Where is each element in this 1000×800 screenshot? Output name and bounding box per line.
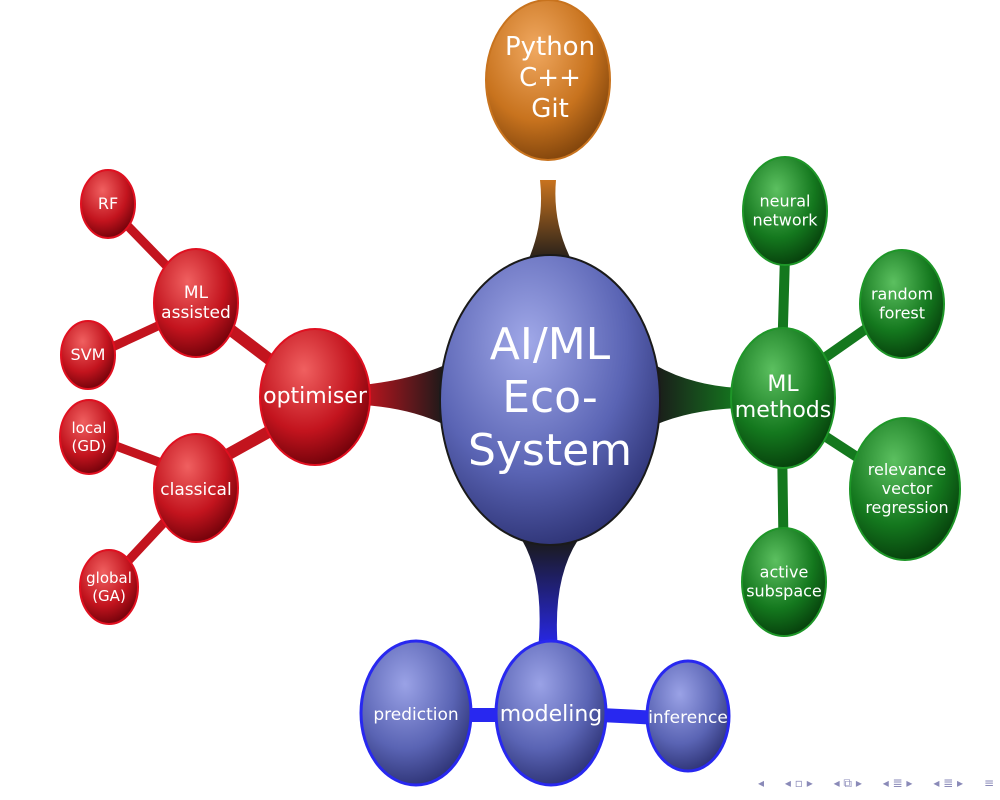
label-line: local bbox=[72, 419, 107, 437]
svm-node: SVM bbox=[60, 320, 116, 390]
optimiser-bubble bbox=[259, 328, 371, 466]
optimiser-node: optimiser bbox=[259, 328, 371, 466]
connector-center-ml-methods bbox=[655, 365, 738, 425]
label-line: neural bbox=[760, 191, 811, 210]
global-ga-node: global(GA) bbox=[79, 549, 139, 625]
optimiser-label: optimiser bbox=[263, 384, 368, 409]
label-line: SVM bbox=[71, 345, 106, 364]
label-line: optimiser bbox=[263, 384, 368, 409]
label-line: ML bbox=[184, 283, 209, 303]
label-line: modeling bbox=[500, 702, 603, 727]
classical-label: classical bbox=[160, 480, 231, 500]
rf-bubble bbox=[80, 169, 136, 239]
label-line: System bbox=[468, 425, 632, 476]
label-line: relevance bbox=[868, 459, 946, 478]
random-forest-bubble bbox=[859, 249, 945, 359]
local-gd-bubble bbox=[59, 399, 119, 475]
label-line: (GA) bbox=[92, 587, 126, 605]
connector-center-tools bbox=[526, 180, 574, 265]
nav-menu-icon[interactable]: ≡ bbox=[983, 776, 994, 790]
inference-label: inference bbox=[648, 708, 728, 728]
connector-center-optimiser bbox=[362, 365, 445, 425]
nav-frame-icon[interactable]: ◂ ▫ ▸ bbox=[784, 776, 813, 790]
label-line: subspace bbox=[746, 581, 822, 600]
inference-bubble bbox=[645, 659, 731, 773]
svm-label: SVM bbox=[71, 345, 106, 364]
local-gd-node: local(GD) bbox=[59, 399, 119, 475]
rf-node: RF bbox=[80, 169, 136, 239]
classical-node: classical bbox=[153, 433, 239, 543]
local-gd-label: local(GD) bbox=[72, 419, 107, 455]
prediction-label: prediction bbox=[373, 705, 458, 725]
nav-part-icon[interactable]: ◂ ≣ ▸ bbox=[933, 776, 964, 790]
label-line: vector bbox=[882, 479, 933, 498]
label-line: active bbox=[760, 562, 809, 581]
label-line: forest bbox=[879, 303, 925, 322]
modeling-label: modeling bbox=[500, 702, 603, 727]
beamer-navigation-bar: ◂ ◂ ▫ ▸ ◂ ⧉ ▸ ◂ ≣ ▸ ◂ ≣ ▸ ≡ bbox=[758, 772, 994, 794]
modeling-bubble bbox=[494, 639, 608, 787]
label-line: Python bbox=[505, 31, 595, 61]
label-line: global bbox=[86, 569, 132, 587]
label-line: RF bbox=[98, 194, 118, 213]
rf-label: RF bbox=[98, 194, 118, 213]
prediction-node: prediction bbox=[359, 639, 473, 787]
label-line: prediction bbox=[373, 705, 458, 725]
modeling-node: modeling bbox=[494, 639, 608, 787]
global-ga-bubble bbox=[79, 549, 139, 625]
label-line: C++ bbox=[519, 63, 581, 93]
label-line: Git bbox=[531, 94, 569, 124]
label-line: Eco- bbox=[502, 372, 598, 423]
neural-network-bubble bbox=[742, 156, 828, 266]
label-line: inference bbox=[648, 708, 728, 728]
global-ga-label: global(GA) bbox=[86, 569, 132, 605]
tools-bubble bbox=[485, 0, 611, 161]
center-bubble bbox=[439, 254, 661, 546]
connector-center-modeling bbox=[522, 540, 578, 650]
inference-node: inference bbox=[645, 659, 731, 773]
classical-bubble bbox=[153, 433, 239, 543]
ml-assisted-bubble bbox=[153, 248, 239, 358]
rvr-bubble bbox=[849, 417, 961, 561]
svm-bubble bbox=[60, 320, 116, 390]
center-connectors bbox=[362, 180, 738, 650]
nav-section-icon[interactable]: ◂ ≣ ▸ bbox=[882, 776, 913, 790]
nav-subsection-icon[interactable]: ◂ ⧉ ▸ bbox=[833, 775, 862, 790]
nav-first-icon[interactable]: ◂ bbox=[758, 776, 765, 790]
label-line: ML bbox=[767, 372, 799, 397]
label-line: regression bbox=[865, 498, 948, 517]
label-line: (GD) bbox=[72, 437, 107, 455]
prediction-bubble bbox=[359, 639, 473, 787]
ml-methods-bubble bbox=[730, 327, 836, 469]
label-line: network bbox=[753, 210, 819, 229]
label-line: classical bbox=[160, 480, 231, 500]
label-line: assisted bbox=[161, 303, 231, 323]
label-line: random bbox=[871, 284, 933, 303]
label-line: AI/ML bbox=[490, 319, 611, 370]
active-subspace-bubble bbox=[741, 527, 827, 637]
label-line: methods bbox=[735, 398, 831, 423]
